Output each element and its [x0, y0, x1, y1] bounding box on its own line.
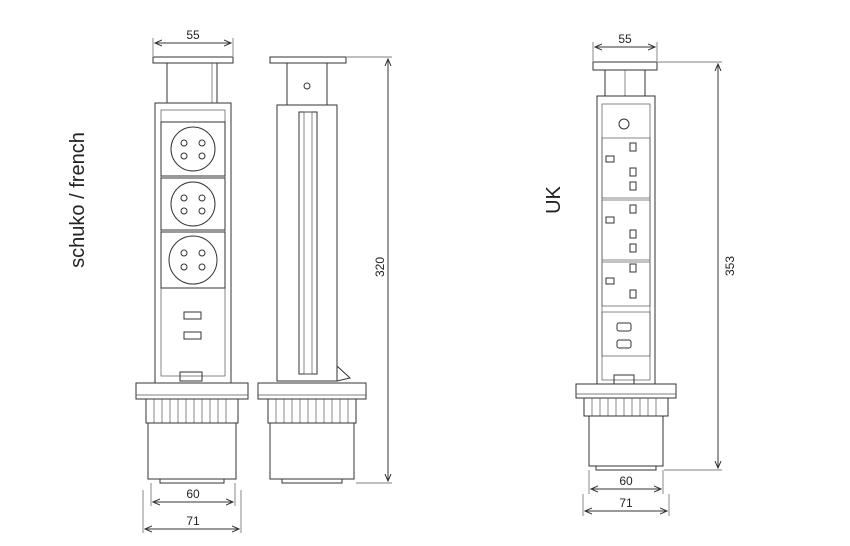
- dim-side-height: 320: [373, 257, 387, 277]
- uk-usb-port-1: [616, 322, 632, 332]
- schuko-socket-1: [160, 121, 226, 177]
- uk-front-view: [575, 61, 677, 471]
- usb-port-2: [183, 331, 202, 340]
- dim-uk-height: 353: [723, 256, 737, 276]
- usb-port-1: [183, 311, 202, 320]
- dim-uk-inner: 60: [619, 474, 633, 488]
- front-dimensions: 55 60 71: [142, 28, 242, 533]
- uk-socket-1: [601, 137, 651, 199]
- schuko-front-view: [135, 56, 249, 484]
- schuko-socket-2: [160, 177, 226, 231]
- uk-dimensions: 55 353 60 71: [582, 32, 737, 516]
- side-height-dimension: 320: [347, 56, 392, 484]
- label-schuko-french: schuko / french: [67, 132, 89, 268]
- schuko-socket-3: [160, 231, 226, 289]
- dim-uk-base: 71: [619, 496, 633, 510]
- dim-front-top: 55: [186, 28, 200, 42]
- uk-socket-3: [601, 261, 651, 307]
- uk-socket-2: [601, 199, 651, 261]
- label-uk: UK: [543, 185, 565, 213]
- dim-front-inner: 60: [186, 487, 200, 501]
- dim-front-base: 71: [186, 514, 200, 528]
- uk-usb-port-2: [616, 339, 632, 349]
- schuko-side-view: [257, 56, 367, 484]
- dim-uk-top: 55: [618, 32, 632, 46]
